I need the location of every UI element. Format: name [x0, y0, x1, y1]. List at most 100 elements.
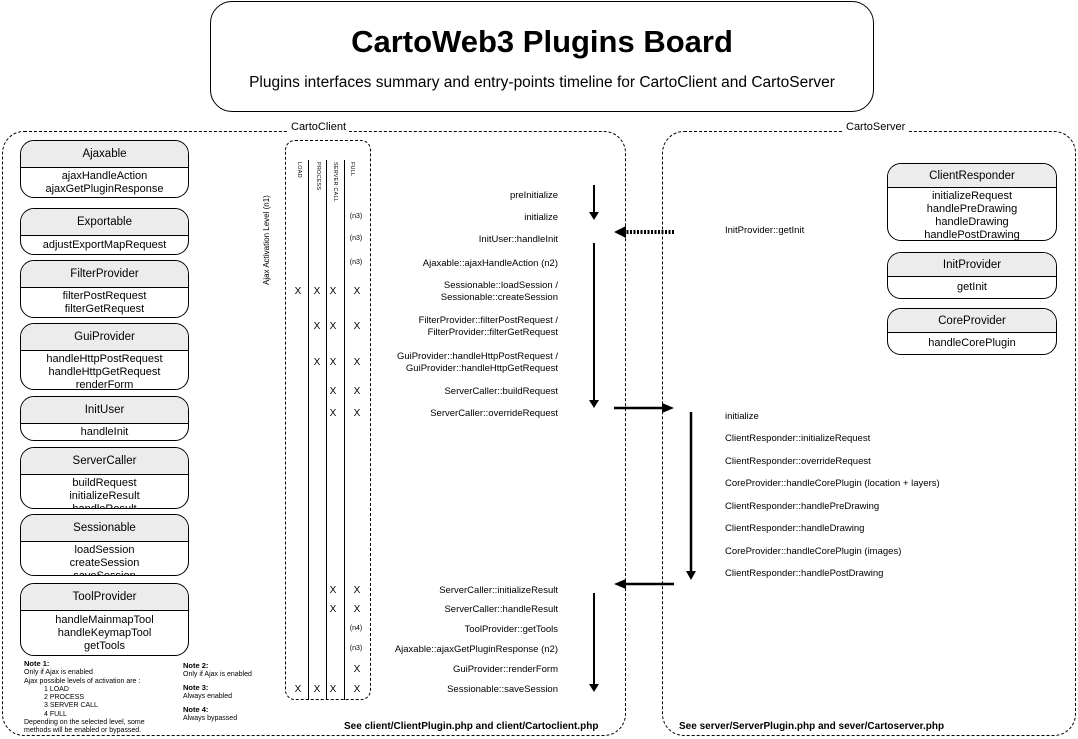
activation-mark: X: [313, 684, 321, 695]
plugin-method: adjustExportMapRequest: [42, 238, 167, 251]
entry-point-line: GuiProvider::handleHttpPostRequest /: [396, 351, 558, 362]
activation-mark: X: [353, 408, 361, 419]
plugin-method: handleKeymapTool: [57, 626, 152, 639]
activation-mark: X: [353, 386, 361, 397]
plugin-name: Exportable: [21, 209, 188, 236]
activation-mark: X: [353, 664, 361, 675]
plugin-method: ajaxGetPluginResponse: [45, 183, 164, 195]
plugin-name: CoreProvider: [888, 309, 1056, 333]
plugin-method: handleDrawing: [935, 216, 1009, 228]
entry-point-line: FilterProvider::filterGetRequest: [427, 327, 558, 338]
note-ref: (n3): [349, 645, 363, 652]
entry-point-label: ServerCaller::handleResult: [444, 604, 558, 615]
plugin-method: handleHttpGetRequest: [48, 366, 161, 378]
plugin-method: handlePreDrawing: [926, 203, 1018, 215]
server-entry-point: ClientResponder::handleDrawing: [725, 523, 865, 534]
plugin-name: ClientResponder: [888, 164, 1056, 188]
plugin-name: GuiProvider: [21, 324, 188, 351]
note-1: Note 1: Only if Ajax is enabled Ajax pos…: [24, 659, 184, 736]
init-call-label: InitProvider::getInit: [725, 225, 805, 236]
server-entry-point: ClientResponder::handlePreDrawing: [725, 501, 880, 512]
note-4-text: Always bypassed: [183, 715, 238, 723]
plugin-methods: adjustExportMapRequest: [21, 236, 188, 252]
request-arrow-head: [662, 403, 674, 413]
plugin-name: FilterProvider: [21, 261, 188, 288]
entry-point-label: Ajaxable::ajaxHandleAction (n2): [422, 258, 558, 269]
activation-mark: X: [353, 357, 361, 368]
plugin-box: Exportable adjustExportMapRequest: [20, 208, 189, 255]
entry-point-label: preInitialize: [509, 190, 558, 201]
entry-point-line: GuiProvider::handleHttpGetRequest: [405, 363, 558, 374]
activation-mark: X: [294, 286, 302, 297]
entry-point-label: GuiProvider::handleHttpPostRequest /GuiP…: [268, 351, 558, 375]
note-3: Note 3: Always enabled: [183, 683, 233, 702]
plugin-method: initializeResult: [69, 490, 140, 502]
activation-mark: X: [329, 585, 337, 596]
activation-mark: X: [329, 408, 337, 419]
activation-mark: X: [353, 321, 361, 332]
activation-mark: X: [353, 585, 361, 596]
plugin-method: ajaxHandleAction: [61, 170, 148, 182]
plugin-name: InitUser: [21, 397, 188, 424]
note-2: Note 2: Only if Ajax is enabled: [183, 661, 252, 680]
activation-mark: X: [329, 604, 337, 615]
lane-divider: [344, 160, 345, 700]
plugin-methods: getInit: [888, 277, 1056, 294]
server-entry-point: CoreProvider::handleCorePlugin (location…: [725, 478, 940, 489]
activation-mark: X: [313, 286, 321, 297]
plugin-method: buildRequest: [72, 477, 137, 489]
entry-point-line: Sessionable::loadSession /: [443, 280, 558, 291]
server-entry-point: initialize: [725, 411, 759, 422]
ajax-level-lane: [285, 140, 371, 700]
client-footer: See client/ClientPlugin.php and client/C…: [344, 721, 599, 732]
plugin-method: loadSession: [74, 544, 135, 556]
note-2-text: Only if Ajax is enabled: [183, 671, 252, 679]
plugin-methods: handleCorePlugin: [888, 333, 1056, 350]
client-region-label: CartoClient: [288, 121, 350, 133]
entry-point-label: Sessionable::loadSession /Sessionable::c…: [268, 280, 558, 304]
plugin-method: createSession: [69, 557, 140, 569]
timeline-arrow: [589, 243, 599, 408]
plugin-method: getTools: [84, 639, 125, 652]
server-entry-point: ClientResponder::initializeRequest: [725, 433, 871, 444]
activation-mark: X: [329, 386, 337, 397]
plugin-method: handlePostDrawing: [924, 229, 1020, 241]
activation-mark: X: [353, 604, 361, 615]
note-1-line: methods will be enabled or bypassed.: [24, 727, 142, 735]
note-1-line: 2 PROCESS: [44, 694, 85, 702]
note-1-line: 4 FULL: [44, 710, 67, 718]
timeline-arrow: [589, 593, 599, 692]
plugin-name: InitProvider: [888, 253, 1056, 277]
response-arrow-head: [614, 579, 626, 589]
note-ref: (n4): [349, 625, 363, 632]
plugin-method: initializeRequest: [931, 190, 1013, 202]
plugin-name: Sessionable: [21, 515, 188, 542]
board-subtitle: Plugins interfaces summary and entry-poi…: [249, 74, 835, 91]
note-ref: (n3): [349, 235, 363, 242]
activation-mark: X: [313, 357, 321, 368]
note-3-text: Always enabled: [183, 693, 233, 701]
note-1-line: Only if Ajax is enabled: [24, 669, 93, 677]
activation-mark: X: [313, 321, 321, 332]
plugin-method: saveSession: [73, 570, 136, 576]
board-title: CartoWeb3 Plugins Board: [351, 24, 733, 59]
entry-point-line: Sessionable::createSession: [440, 292, 558, 303]
note-ref: (n3): [349, 213, 363, 220]
server-footer: See server/ServerPlugin.php and sever/Ca…: [679, 721, 945, 732]
note-1-line: 3 SERVER CALL: [44, 702, 98, 710]
note-1-title: Note 1:: [24, 659, 50, 668]
entry-point-label: initialize: [524, 212, 558, 223]
note-4-title: Note 4:: [183, 705, 209, 714]
